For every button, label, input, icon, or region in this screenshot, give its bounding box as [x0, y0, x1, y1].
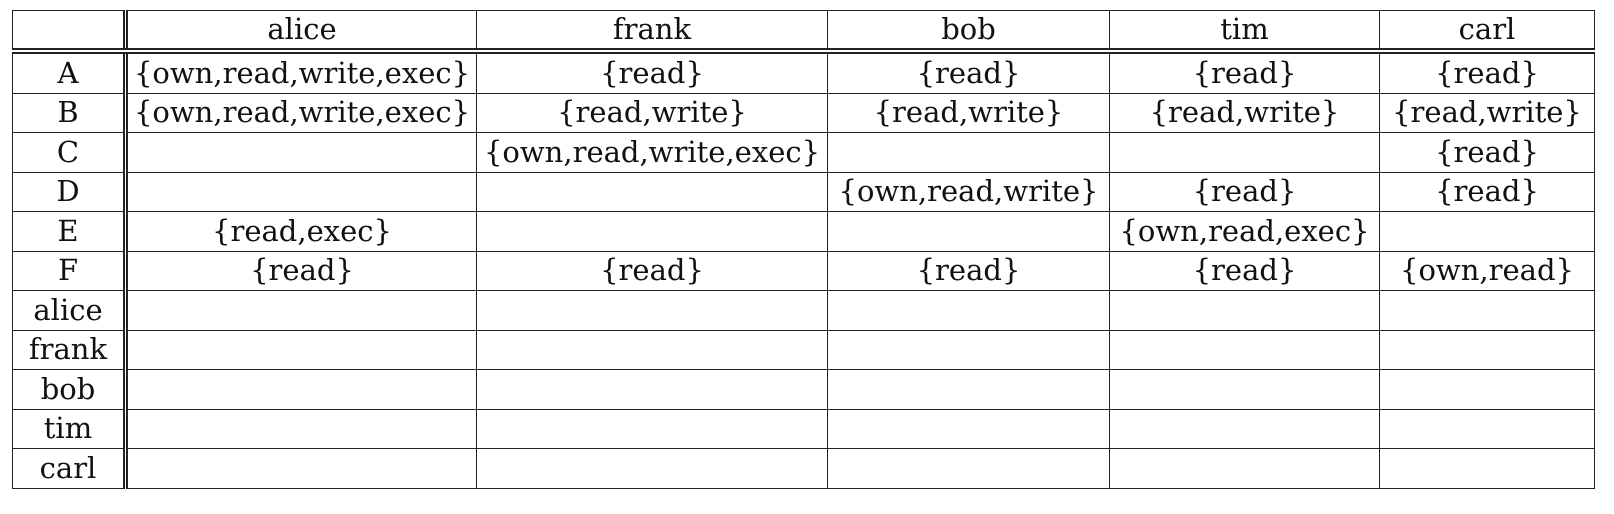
- table-cell: {read}: [1379, 50, 1595, 94]
- column-header-tim: tim: [1109, 10, 1380, 54]
- table-cell: [125, 171, 477, 212]
- row-label: C: [12, 132, 128, 173]
- table-row: carl: [12, 448, 1595, 489]
- table-cell: {read}: [1109, 250, 1380, 291]
- table-cell: {own,read,write,exec}: [125, 92, 477, 133]
- table-cell: [827, 290, 1110, 331]
- table-cell: {read,write}: [1109, 92, 1380, 133]
- table-cell: [476, 211, 828, 252]
- column-header-frank: frank: [476, 10, 828, 54]
- table-cell: [1379, 329, 1595, 370]
- table-cell: [125, 408, 477, 449]
- table-cell: {read}: [125, 250, 477, 291]
- access-matrix-table: alice frank bob tim carl A {own,read,wri…: [12, 10, 1595, 489]
- table-cell: [476, 329, 828, 370]
- table-cell: [1379, 290, 1595, 331]
- table-cell: [476, 408, 828, 449]
- row-label: bob: [12, 369, 128, 410]
- column-header-bob: bob: [827, 10, 1110, 54]
- table-cell: {own,read,write,exec}: [125, 50, 477, 94]
- table-row: bob: [12, 369, 1595, 410]
- row-label: E: [12, 211, 128, 252]
- table-row: F {read} {read} {read} {read} {own,read}: [12, 250, 1595, 291]
- row-label: carl: [12, 448, 128, 489]
- row-label: D: [12, 171, 128, 212]
- table-cell: [125, 329, 477, 370]
- row-label: A: [12, 50, 128, 94]
- table-cell: [827, 329, 1110, 370]
- table-cell: [1109, 448, 1380, 489]
- row-label: tim: [12, 408, 128, 449]
- table-cell: [1109, 329, 1380, 370]
- table-cell: {read}: [476, 250, 828, 291]
- table-cell: [125, 290, 477, 331]
- table-cell: [125, 132, 477, 173]
- table-cell: [1379, 408, 1595, 449]
- table-cell: [827, 369, 1110, 410]
- table-cell: {read}: [1379, 171, 1595, 212]
- table-cell: [827, 211, 1110, 252]
- column-header-carl: carl: [1379, 10, 1595, 54]
- table-cell: [476, 448, 828, 489]
- table-cell: {read}: [1379, 132, 1595, 173]
- table-cell: {own,read}: [1379, 250, 1595, 291]
- table-cell: {read}: [827, 250, 1110, 291]
- table-cell: {read,write}: [827, 92, 1110, 133]
- table-cell: {read}: [476, 50, 828, 94]
- table-cell: [476, 290, 828, 331]
- table-cell: {read,write}: [1379, 92, 1595, 133]
- table-row: C {own,read,write,exec} {read}: [12, 132, 1595, 173]
- table-cell: [827, 408, 1110, 449]
- table-cell: {read,exec}: [125, 211, 477, 252]
- table-row: A {own,read,write,exec} {read} {read} {r…: [12, 50, 1595, 94]
- table-cell: [476, 171, 828, 212]
- row-label: frank: [12, 329, 128, 370]
- table-cell: [1379, 448, 1595, 489]
- table-cell: {read}: [827, 50, 1110, 94]
- table-row: frank: [12, 329, 1595, 370]
- table-cell: {own,read,exec}: [1109, 211, 1380, 252]
- table-cell: [1109, 408, 1380, 449]
- table-cell: [827, 448, 1110, 489]
- table-row: B {own,read,write,exec} {read,write} {re…: [12, 92, 1595, 133]
- table-cell: [125, 369, 477, 410]
- row-label: B: [12, 92, 128, 133]
- table-cell: {read}: [1109, 50, 1380, 94]
- table-cell: [476, 369, 828, 410]
- table-row: E {read,exec} {own,read,exec}: [12, 211, 1595, 252]
- table-row: alice: [12, 290, 1595, 331]
- table-cell: {read}: [1109, 171, 1380, 212]
- access-control-matrix: alice frank bob tim carl A {own,read,wri…: [12, 10, 1595, 489]
- header-row: alice frank bob tim carl: [12, 10, 1595, 54]
- table-cell: [1109, 369, 1380, 410]
- table-row: D {own,read,write} {read} {read}: [12, 171, 1595, 212]
- row-label: alice: [12, 290, 128, 331]
- table-cell: [1109, 132, 1380, 173]
- table-cell: {read,write}: [476, 92, 828, 133]
- table-cell: [125, 448, 477, 489]
- column-header-alice: alice: [125, 10, 477, 54]
- corner-cell: [12, 10, 128, 54]
- table-cell: [1379, 369, 1595, 410]
- table-cell: {own,read,write,exec}: [476, 132, 828, 173]
- table-cell: [827, 132, 1110, 173]
- table-cell: [1109, 290, 1380, 331]
- table-cell: {own,read,write}: [827, 171, 1110, 212]
- table-cell: [1379, 211, 1595, 252]
- table-row: tim: [12, 408, 1595, 449]
- row-label: F: [12, 250, 128, 291]
